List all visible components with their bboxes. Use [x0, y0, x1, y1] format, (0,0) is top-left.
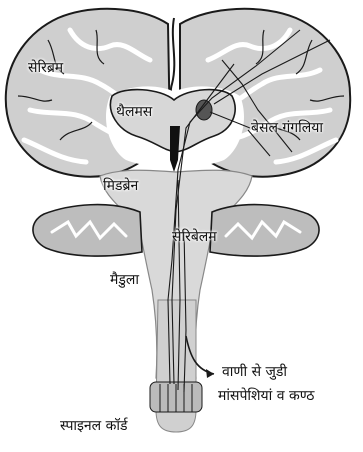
- cerebellum-right: [210, 205, 319, 256]
- cerebellum-left: [33, 205, 142, 256]
- midbrain-label: मिडब्रेन: [103, 178, 138, 195]
- thalamus-label: थैलमस: [116, 104, 152, 121]
- muscles-label-line2: मांसपेशियां व कण्ठ: [218, 388, 314, 405]
- medulla-label: मैडुला: [110, 272, 139, 289]
- basal-ganglia-label: बेसल गंगलिया: [251, 120, 323, 137]
- basal-ganglia-nucleus: [196, 100, 212, 120]
- cerebrum-label: सेरिब्रम: [28, 60, 63, 77]
- spinal-cord-label: स्पाइनल कॉर्ड: [60, 418, 127, 435]
- spinal-cord-section: [150, 382, 202, 412]
- muscles-pointer-arrow: [206, 369, 214, 378]
- muscles-label-line1: वाणी से जुडी: [222, 364, 287, 381]
- cerebellum-label: सेरिबेलम: [172, 229, 217, 246]
